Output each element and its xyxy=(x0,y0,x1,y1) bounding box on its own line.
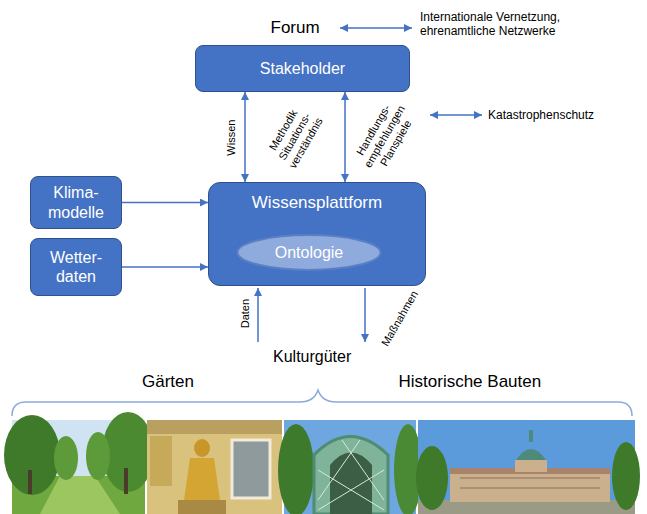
ontology-ellipse: Ontologie xyxy=(236,234,382,271)
disaster-note: Katastrophenschutz xyxy=(488,108,594,122)
forum-heading: Forum xyxy=(271,18,320,38)
node-text: Stakeholder xyxy=(260,59,345,78)
connector-arrow xyxy=(122,202,208,204)
node-text: Klima- modelle xyxy=(41,183,111,221)
node-text: Ontologie xyxy=(275,243,344,262)
node-text: Wissensplattform xyxy=(209,183,425,213)
edge-label: Wissen xyxy=(225,119,238,155)
palace-photo xyxy=(416,420,640,514)
buildings-label: Historische Bauten xyxy=(399,372,542,392)
measures-arrow xyxy=(364,288,366,342)
connector-arrow xyxy=(122,266,208,268)
network-note: Internationale Vernetzung, ehrenamtliche… xyxy=(420,10,635,39)
garden-photo xyxy=(4,412,154,514)
curly-bracket xyxy=(12,390,632,416)
node-text: Wetter- daten xyxy=(41,248,111,286)
measures-label: Maßnahmen xyxy=(379,288,421,348)
connector-arrow xyxy=(244,92,246,182)
edge-label: Handlungs- empfehlungen Planspiele xyxy=(350,96,420,178)
stakeholder-box: Stakeholder xyxy=(195,45,410,92)
gardens-label: Gärten xyxy=(142,372,194,392)
heritage-heading: Kulturgüter xyxy=(273,347,351,366)
data-arrow xyxy=(257,288,259,342)
weather-data-box: Wetter- daten xyxy=(30,238,122,296)
connector-arrow xyxy=(344,92,346,182)
disaster-arrow xyxy=(430,114,482,116)
method-label: Methodik Situations- verständnis xyxy=(260,96,330,178)
climate-model-box: Klima- modelle xyxy=(30,176,122,229)
trellis-photo xyxy=(278,420,422,514)
statue-photo xyxy=(147,420,282,514)
forum-arrow xyxy=(340,27,412,29)
platform-box: WissensplattformOntologie xyxy=(208,182,426,286)
data-label: Daten xyxy=(239,298,252,327)
